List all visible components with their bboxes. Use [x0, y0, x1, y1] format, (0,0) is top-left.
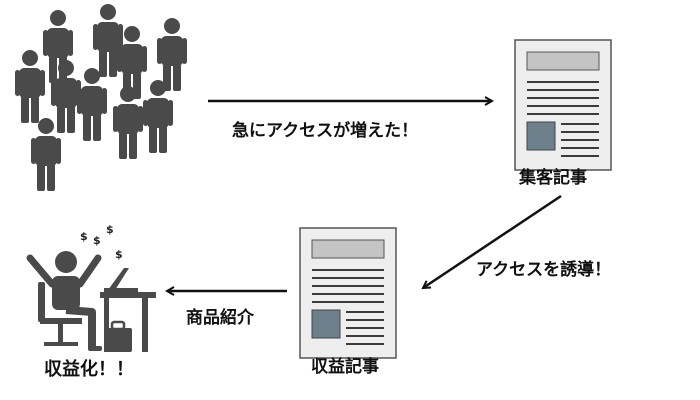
monetize-label: 収益化！！: [44, 359, 134, 380]
guide-access-label: アクセスを誘導！: [476, 260, 612, 280]
money-symbol-1: $: [80, 230, 88, 243]
dollar-sign-icon: $ $ $ $: [80, 223, 123, 261]
collect-article-label: 集客記事: [519, 168, 587, 188]
access-increase-label: 急にアクセスが増えた！: [232, 121, 419, 141]
collect-article-icon: [514, 39, 612, 171]
revenue-article-icon: [299, 227, 397, 359]
happy-worker-icon: [26, 251, 156, 352]
crowd-icon: [15, 4, 187, 191]
arrow-to-revenue-article: [423, 194, 562, 288]
money-symbol-3: $: [106, 223, 114, 236]
revenue-article-label: 収益記事: [311, 357, 379, 377]
money-symbol-2: $: [93, 234, 101, 247]
money-symbol-4: $: [115, 248, 123, 261]
product-intro-label: 商品紹介: [186, 308, 254, 328]
